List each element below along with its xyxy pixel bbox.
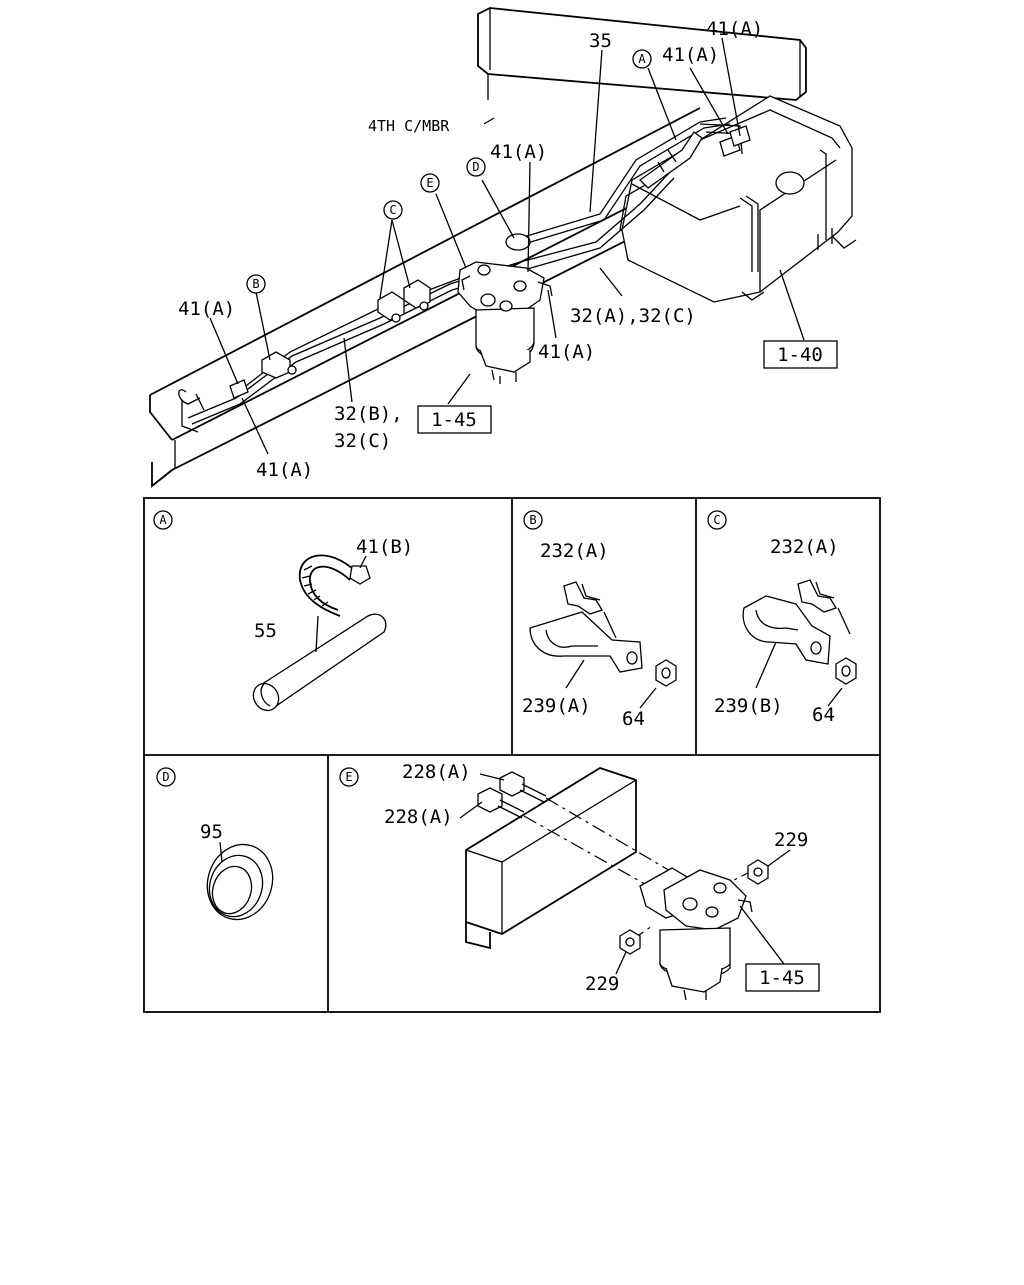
label-228a-2: 228(A) [384, 806, 453, 828]
callout-32a-32c: 32(A),32(C) [570, 305, 696, 327]
marker-c-circle: C [383, 200, 403, 220]
svg-text:1-40: 1-40 [777, 344, 823, 366]
svg-text:E: E [426, 176, 433, 190]
label-239b: 239(B) [714, 695, 783, 717]
label-64-b: 64 [622, 708, 645, 730]
label-228a-1: 228(A) [402, 761, 471, 783]
label-239a: 239(A) [522, 695, 591, 717]
svg-text:D: D [162, 770, 169, 784]
marker-b-circle: B [246, 274, 266, 294]
callout-32c: 32(C) [334, 430, 391, 452]
marker-e-circle: E [420, 173, 440, 193]
label-232a-b: 232(A) [540, 540, 609, 562]
label-229-1: 229 [774, 829, 808, 851]
marker-d-circle: D [466, 157, 486, 177]
leader-lines [209, 37, 805, 455]
label-95: 95 [200, 821, 223, 843]
svg-text:C: C [713, 513, 720, 527]
callout-41a-top2: 41(A) [662, 44, 719, 66]
svg-text:D: D [472, 160, 479, 174]
circle-markers: A D E C B [246, 49, 652, 294]
callout-32b: 32(B), [334, 403, 403, 425]
label-55: 55 [254, 620, 277, 642]
marker-a-circle: A [632, 49, 652, 69]
callout-41a-top: 41(A) [706, 18, 763, 40]
detail-e: E 228( [339, 761, 820, 1001]
svg-text:1-45: 1-45 [759, 967, 805, 989]
callout-41a-right: 41(A) [538, 341, 595, 363]
svg-text:A: A [159, 513, 167, 527]
callout-41a-left: 41(A) [178, 298, 235, 320]
ref-box-filter[interactable]: 1-45 [417, 405, 492, 434]
svg-text:E: E [345, 770, 352, 784]
detail-b: B 232(A) 239(A) 64 [522, 510, 677, 730]
callout-41a-mid: 41(A) [490, 141, 547, 163]
ref-box-tank[interactable]: 1-40 [763, 340, 838, 369]
svg-text:B: B [252, 277, 259, 291]
svg-text:1-45: 1-45 [431, 409, 477, 431]
svg-text:C: C [389, 203, 396, 217]
label-229-2: 229 [585, 973, 619, 995]
label-64-c: 64 [812, 704, 835, 726]
svg-text:B: B [529, 513, 536, 527]
main-assembly-drawing: A D E C B 41(A) 41(A) 35 4TH [149, 7, 857, 488]
callout-41a-bottom: 41(A) [256, 459, 313, 481]
svg-text:A: A [638, 52, 646, 66]
detail-d: D 95 [156, 767, 274, 921]
callout-35: 35 [589, 30, 612, 52]
fuel-tank [621, 95, 857, 303]
label-41b: 41(B) [356, 536, 413, 558]
callout-labels: 41(A) 41(A) 35 4TH C/MBR 41(A) 41(A) 32(… [178, 18, 763, 481]
detail-panels [143, 497, 881, 1013]
detail-a: A 41(B) 55 [153, 510, 413, 712]
cross-member [477, 7, 807, 101]
member-label: 4TH C/MBR [368, 117, 450, 135]
ref-box-filter-e[interactable]: 1-45 [745, 963, 820, 992]
fuel-filter-assembly [457, 261, 553, 384]
detail-c: C 232(A) 239(B) 64 [707, 510, 857, 726]
label-232a-c: 232(A) [770, 536, 839, 558]
